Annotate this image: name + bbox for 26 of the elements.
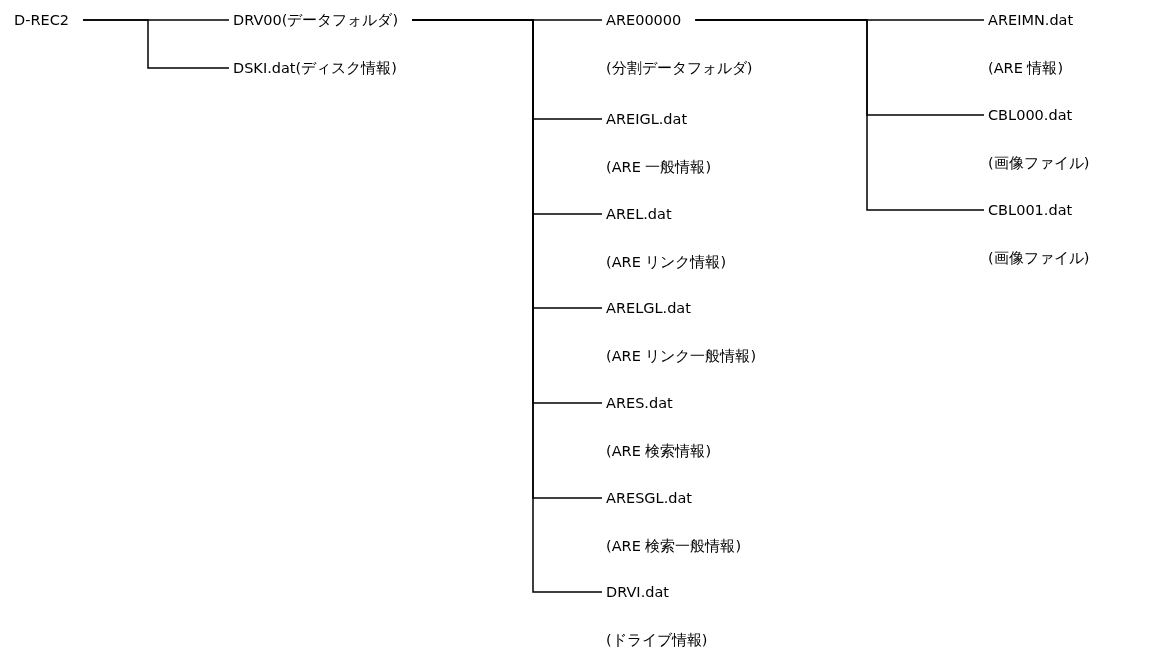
file-name: DSKI.dat(ディスク情報) <box>233 57 397 79</box>
file-name: DRV00(データフォルダ) <box>233 9 399 31</box>
file-description: (ARE 検索一般情報) <box>606 537 742 556</box>
tree-connector-line <box>82 19 230 69</box>
file-name: ARE00000 <box>606 11 682 30</box>
file-name: ARELGL.dat <box>606 299 691 318</box>
file-name: CBL000.dat <box>988 106 1073 125</box>
file-description: (ARE 検索情報) <box>606 442 712 461</box>
file-description: (ドライブ情報) <box>606 631 708 650</box>
file-description: (ARE リンク一般情報) <box>606 347 757 366</box>
file-description: (ARE 情報) <box>988 59 1064 78</box>
file-name: AREIMN.dat <box>988 11 1074 30</box>
file-name: ARES.dat <box>606 394 673 413</box>
file-description: (画像ファイル) <box>988 249 1090 268</box>
tree-connector-line <box>694 19 985 211</box>
file-name: ARESGL.dat <box>606 489 693 508</box>
file-description: (ARE リンク情報) <box>606 253 727 272</box>
tree-connector-line <box>411 19 603 593</box>
file-name: CBL001.dat <box>988 201 1073 220</box>
file-description: (ARE 一般情報) <box>606 158 712 177</box>
file-name: AREL.dat <box>606 205 672 224</box>
file-description: (画像ファイル) <box>988 154 1090 173</box>
file-name: DRVI.dat <box>606 583 670 602</box>
root-folder-name: D-REC2 <box>14 9 69 31</box>
file-name: AREIGL.dat <box>606 110 688 129</box>
file-description: (分割データフォルダ) <box>606 59 753 78</box>
